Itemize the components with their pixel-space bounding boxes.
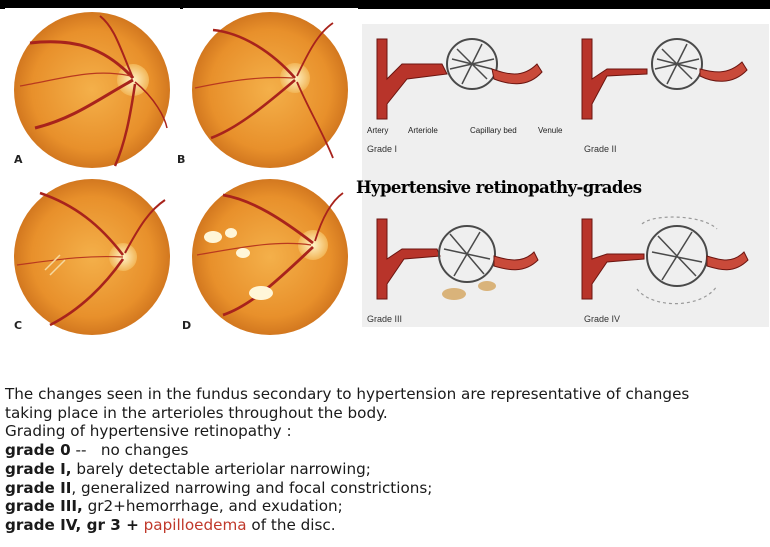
- label-arteriole: Arteriole: [408, 126, 438, 135]
- grade-i-vessel: [376, 38, 543, 120]
- grade-1-line: grade I, barely detectable arteriolar na…: [5, 460, 765, 479]
- label-venule: Venule: [538, 126, 563, 135]
- label-capillary-bed: Capillary bed: [470, 126, 517, 135]
- grade-2-line: grade II, generalized narrowing and foca…: [5, 479, 765, 498]
- fundus-label-a: A: [14, 153, 23, 166]
- label-grade-ii: Grade II: [584, 144, 617, 154]
- vessel-grade-diagram: Artery Arteriole Capillary bed Venule Gr…: [362, 24, 769, 327]
- grade-4-line: grade IV, gr 3 + papilloedema of the dis…: [5, 516, 765, 535]
- grading-heading: Grading of hypertensive retinopathy :: [5, 422, 292, 441]
- fundus-photo-d: [183, 175, 358, 340]
- intro-line-2: taking place in the arterioles throughou…: [5, 403, 388, 422]
- label-grade-iii: Grade III: [367, 314, 403, 324]
- label-grade-iv: Grade IV: [584, 314, 621, 324]
- grade-2-text: , generalized narrowing and focal constr…: [71, 478, 433, 497]
- fundus-photo-c: [5, 175, 180, 340]
- label-grade-i: Grade I: [367, 144, 398, 154]
- grade-4-text: of the disc.: [246, 515, 336, 534]
- grade-0-label: grade 0: [5, 441, 71, 460]
- fundus-photo-a: [5, 8, 180, 173]
- papilloedema-term: papilloedema: [138, 515, 247, 534]
- grade-iv-vessel: [581, 216, 749, 305]
- grade-3-label: grade III,: [5, 497, 83, 516]
- grade-0-line: grade 0 -- no changes: [5, 441, 765, 460]
- fundus-label-b: B: [177, 153, 186, 166]
- label-artery: Artery: [367, 126, 389, 135]
- grade-3-line: grade III, gr2+hemorrhage, and exudation…: [5, 497, 765, 516]
- fundus-label-c: C: [14, 319, 23, 332]
- grade-0-text: -- no changes: [70, 441, 189, 460]
- grade-ii-vessel: [581, 38, 748, 120]
- diagram-title: Hypertensive retinopathy-grades: [356, 178, 642, 197]
- grade-2-label: grade II: [5, 478, 72, 497]
- top-bar: [0, 0, 770, 9]
- grade-1-label: grade I,: [5, 459, 72, 478]
- intro-line-1: The changes seen in the fundus secondary…: [5, 385, 690, 403]
- fundus-photo-b: [183, 8, 358, 173]
- grade-4-label: grade IV, gr 3 +: [5, 515, 139, 534]
- fundus-label-d: D: [182, 319, 192, 332]
- grade-1-text: barely detectable arteriolar narrowing;: [71, 459, 371, 478]
- grade-3-text: gr2+hemorrhage, and exudation;: [82, 497, 343, 516]
- body-text: The changes seen in the fundus secondary…: [5, 385, 765, 535]
- grade-iii-vessel: [376, 218, 539, 300]
